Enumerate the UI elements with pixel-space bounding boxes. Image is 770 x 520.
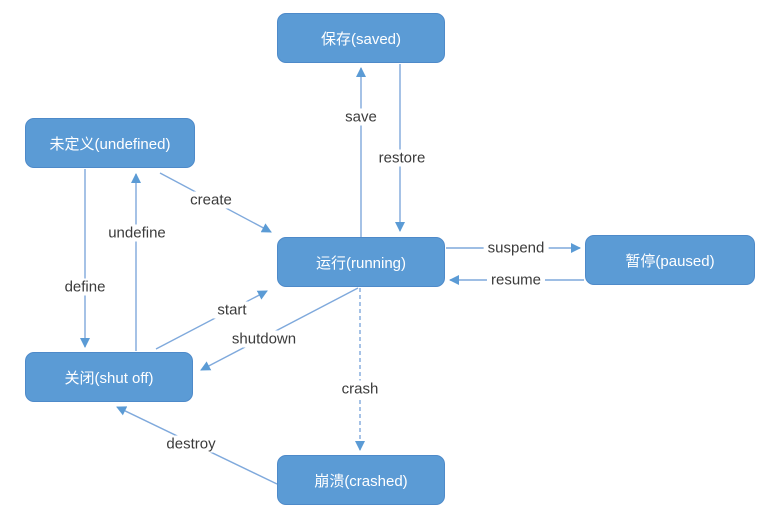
transition-label-suspend: suspend [483,239,549,257]
transition-label-undefine: undefine [104,224,170,242]
transition-label-shutdown: shutdown [227,330,301,348]
transition-label-save: save [341,108,381,126]
edge-start [155,290,268,350]
transition-label-crash: crash [337,380,383,398]
transition-label-restore: restore [374,149,430,167]
transition-label-define: define [60,278,110,296]
state-crashed: 崩溃(crashed) [277,455,445,505]
edge-shutdown [200,287,359,371]
state-undefined: 未定义(undefined) [25,118,195,168]
state-saved: 保存(saved) [277,13,445,63]
state-running: 运行(running) [277,237,445,287]
transition-label-resume: resume [486,271,546,289]
state-paused: 暂停(paused) [585,235,755,285]
transition-label-create: create [186,191,236,209]
transition-label-start: start [213,301,251,319]
transition-label-destroy: destroy [162,435,220,453]
state-shutoff: 关闭(shut off) [25,352,193,402]
